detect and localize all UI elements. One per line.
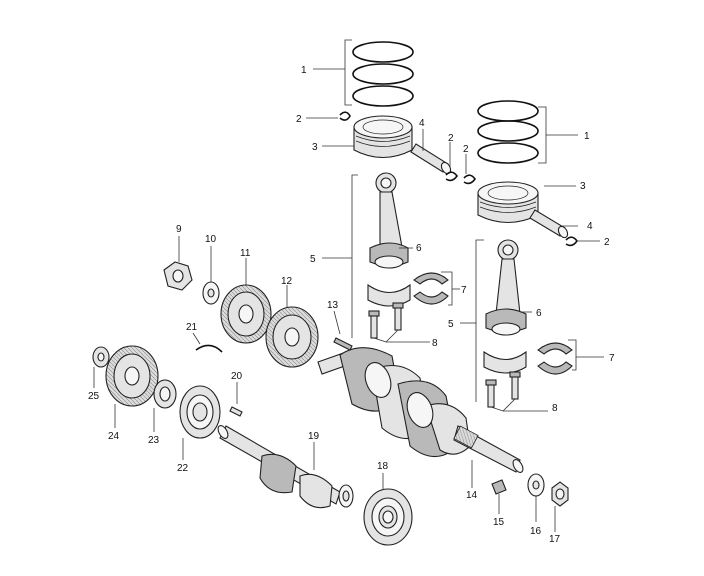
connecting-rod-left (322, 172, 413, 338)
piston-ring-set-left (313, 39, 414, 107)
callout-19: 19 (308, 431, 320, 442)
callout-11: 11 (240, 248, 251, 259)
callout-22: 22 (177, 463, 189, 474)
callout-20: 20 (231, 371, 243, 382)
callout-3-right: 3 (580, 181, 586, 192)
snap-ring (192, 332, 223, 353)
rod-bolts-left (368, 302, 430, 343)
callout-13: 13 (327, 300, 339, 311)
rod-bolts-right (485, 371, 548, 412)
piston-right (477, 181, 576, 223)
bearing-shells-left (413, 271, 460, 306)
callout-4-left: 4 (419, 118, 425, 129)
crankshaft-spline (453, 425, 479, 449)
callout-18: 18 (377, 461, 389, 472)
callout-21: 21 (186, 322, 198, 333)
callout-4-right: 4 (587, 221, 593, 232)
gear-11 (220, 258, 272, 344)
piston-ring-set-right (477, 100, 578, 164)
callout-6-left: 6 (416, 243, 422, 254)
connecting-rod-right (460, 239, 532, 402)
piston-pin-right (529, 209, 600, 247)
callout-8-right: 8 (552, 403, 558, 414)
nut-right (551, 481, 569, 532)
woodruff-key (491, 479, 507, 495)
callout-25: 25 (88, 391, 100, 402)
ball-bearing-22 (179, 385, 221, 460)
piston-pin-left (410, 129, 476, 185)
callout-1-right: 1 (584, 131, 590, 142)
spacer-23 (153, 379, 177, 432)
callout-3-left: 3 (312, 142, 318, 153)
callout-15: 15 (493, 517, 505, 528)
dowel-pin (229, 382, 243, 417)
crankshaft-main (317, 347, 524, 488)
bearing-shells-right (537, 339, 604, 375)
washer-right (527, 473, 545, 522)
callout-17: 17 (549, 534, 561, 545)
washer-10 (202, 246, 220, 305)
ball-bearing-18 (363, 473, 413, 546)
callout-7-right: 7 (609, 353, 615, 364)
gear-24 (105, 345, 159, 428)
callout-1-left: 1 (301, 65, 307, 76)
callout-23: 23 (148, 435, 160, 446)
callout-5-left: 5 (310, 254, 316, 265)
callout-24: 24 (108, 431, 120, 442)
nut-25 (92, 346, 110, 388)
callout-16: 16 (530, 526, 542, 537)
callout-2-center-b: 2 (463, 144, 469, 155)
balancer-shaft (217, 425, 354, 509)
callout-5-right: 5 (448, 319, 454, 330)
gear-12 (265, 285, 319, 368)
callout-6-right: 6 (536, 308, 542, 319)
callout-8-left: 8 (432, 338, 438, 349)
key-13 (333, 310, 353, 351)
callout-12: 12 (281, 276, 293, 287)
callout-2-center-a: 2 (448, 133, 454, 144)
callout-2-left: 2 (296, 114, 302, 125)
piston-left (306, 111, 413, 159)
callout-10: 10 (205, 234, 217, 245)
callout-7-left: 7 (461, 285, 467, 296)
callout-2-right: 2 (604, 237, 610, 248)
callout-labels: 1 1 2 2 2 2 3 3 4 4 5 5 6 6 7 7 8 8 9 10… (88, 65, 615, 545)
callout-14: 14 (466, 490, 478, 501)
callout-9: 9 (176, 224, 182, 235)
nut-9 (163, 236, 193, 291)
